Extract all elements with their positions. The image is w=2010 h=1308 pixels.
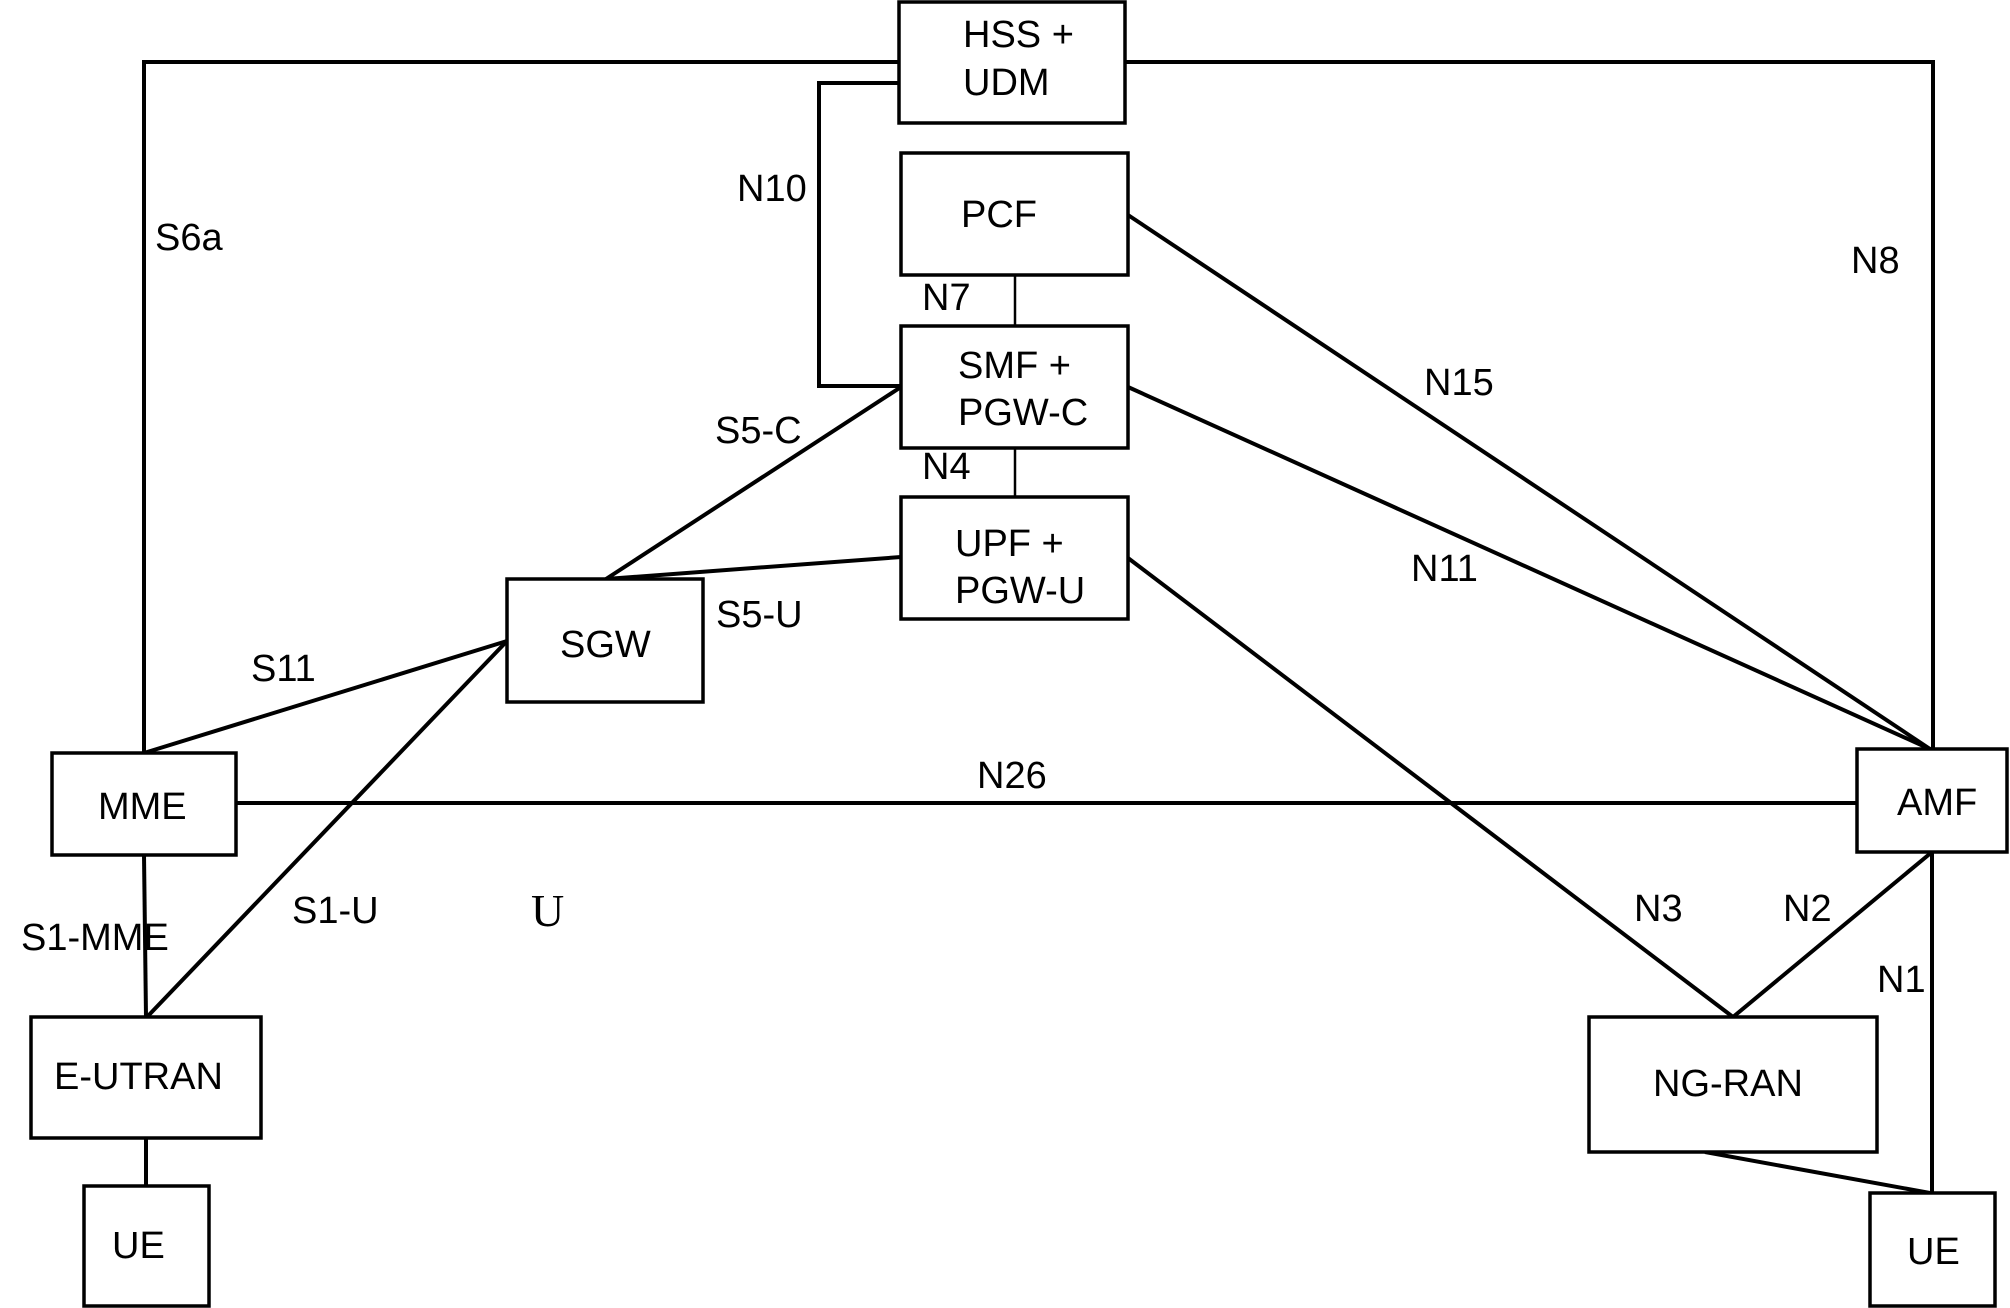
- node-upf-pgwu-label-2: PGW-U: [955, 570, 1085, 612]
- label-n10: N10: [737, 168, 807, 210]
- node-ue-right: UE: [1868, 1191, 1997, 1308]
- stray-annotation-u: U: [531, 885, 564, 936]
- node-ngran-label: NG-RAN: [1653, 1063, 1803, 1105]
- label-s6a: S6a: [155, 217, 223, 259]
- node-pcf-label: PCF: [961, 194, 1037, 236]
- link-n10: [817, 81, 901, 388]
- node-hss-udm-label-1: HSS +: [963, 14, 1074, 56]
- link-n2: [1731, 850, 1934, 1019]
- label-n7: N7: [922, 277, 971, 319]
- node-upf-pgwu-label-1: UPF +: [955, 523, 1064, 565]
- node-hss-udm-label-2: UDM: [963, 62, 1050, 104]
- node-sgw-label: SGW: [560, 624, 651, 666]
- node-smf-pgwc-label-1: SMF +: [958, 345, 1071, 387]
- node-eutran: E-UTRAN: [29, 1015, 263, 1140]
- node-ue-right-label: UE: [1907, 1231, 1960, 1273]
- node-pcf: PCF: [899, 151, 1130, 277]
- link-s1mme: [142, 854, 148, 1018]
- node-smf-pgwc: SMF + PGW-C: [899, 324, 1130, 450]
- link-n3: [1126, 556, 1735, 1019]
- label-s11: S11: [251, 648, 316, 690]
- node-eutran-label: E-UTRAN: [54, 1056, 223, 1098]
- node-ngran: NG-RAN: [1587, 1015, 1879, 1154]
- node-mme-label: MME: [98, 786, 187, 828]
- link-s6a: [142, 60, 899, 753]
- node-amf: AMF: [1855, 747, 2009, 854]
- node-amf-label: AMF: [1897, 782, 1977, 824]
- link-s1u: [145, 639, 509, 1019]
- label-n4: N4: [922, 446, 971, 488]
- node-sgw: SGW: [505, 577, 705, 704]
- link-n15: [1126, 213, 1932, 751]
- label-n26: N26: [977, 755, 1047, 797]
- label-n2: N2: [1783, 888, 1832, 930]
- link-s5c: [604, 385, 903, 581]
- node-mme: MME: [50, 751, 238, 857]
- node-ue-left-label: UE: [112, 1225, 165, 1267]
- label-n15: N15: [1424, 362, 1494, 404]
- node-upf-pgwu: UPF + PGW-U: [899, 495, 1130, 621]
- link-n11: [1127, 385, 1931, 751]
- link-s11: [143, 639, 508, 755]
- link-s5u: [605, 555, 902, 581]
- label-n3: N3: [1634, 888, 1683, 930]
- label-n8: N8: [1851, 240, 1900, 282]
- label-s1u: S1-U: [292, 890, 379, 932]
- label-s1mme: S1-MME: [21, 917, 169, 959]
- label-n11: N11: [1411, 548, 1478, 590]
- link-n8: [1125, 60, 1935, 749]
- node-ue-left: UE: [82, 1184, 211, 1308]
- label-s5u: S5-U: [716, 594, 803, 636]
- link-ngran-ue: [1704, 1150, 1931, 1195]
- node-hss-udm: HSS + UDM: [897, 0, 1127, 125]
- node-smf-pgwc-label-2: PGW-C: [958, 392, 1088, 434]
- label-s5c: S5-C: [715, 410, 802, 452]
- label-n1: N1: [1877, 959, 1926, 1001]
